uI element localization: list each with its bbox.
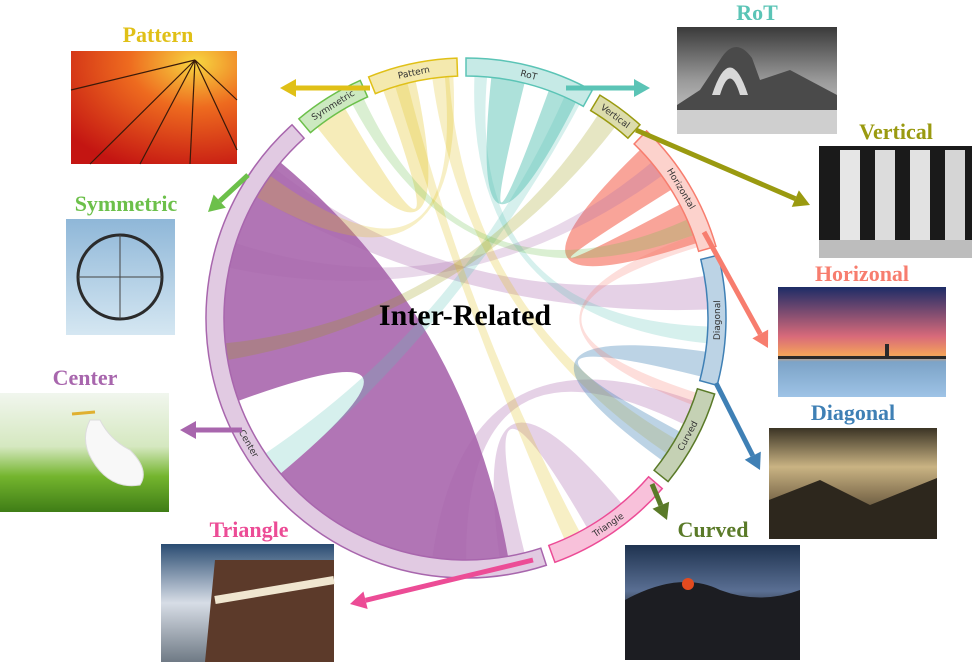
arrow-head-curved (652, 501, 670, 520)
chord-center-center (223, 162, 509, 560)
arrow-shaft-symmetric (218, 173, 250, 203)
label-curved: Curved (678, 517, 749, 542)
thumbnail-symmetric (66, 219, 175, 335)
arc-horizontal (633, 129, 717, 253)
label-center: Center (53, 365, 118, 390)
chord-center-diagonal (256, 169, 708, 311)
arc-center (205, 123, 548, 579)
arrow-head-rot (634, 79, 650, 97)
chord-center-triangle (493, 422, 622, 558)
arrow-head-triangle (350, 591, 368, 610)
category-arrows (180, 79, 810, 610)
arrow-shaft-vertical (635, 127, 797, 201)
diagram-title: Inter-Related (379, 299, 551, 332)
arrow-head-symmetric (208, 194, 226, 212)
chord-rot-rot (486, 77, 576, 205)
thumbnail-triangle (161, 544, 335, 662)
arrow-head-diagonal (744, 451, 761, 470)
thumbnail-rot (677, 27, 837, 134)
chord-pattern-symmetric (317, 81, 429, 213)
arc-vertical (589, 94, 642, 140)
arrow-head-horizontal (752, 329, 769, 348)
arrow-shaft-curved (649, 483, 664, 507)
arrow-shaft-horizontal (701, 230, 763, 336)
chord-center-horizontal (229, 162, 662, 281)
arc-label-diagonal: Diagonal (713, 300, 723, 340)
label-triangle: Triangle (209, 517, 288, 542)
arrow-shaft-diagonal (713, 381, 756, 457)
label-pattern: Pattern (123, 22, 194, 47)
thumbnail-horizontal (778, 287, 946, 397)
category-arcs: RoTVerticalHorizontalDiagonalCurvedTrian… (205, 57, 727, 579)
label-symmetric: Symmetric (75, 191, 178, 216)
chord-pattern-triangle (395, 83, 580, 540)
chord-ribbons (223, 76, 708, 560)
thumbnail-center (0, 393, 169, 512)
arc-label-rot: RoT (519, 69, 538, 83)
thumbnail-pattern (70, 51, 238, 165)
chord-horizontal-curved (579, 235, 698, 405)
arrow-head-pattern (280, 79, 296, 97)
arc-pattern (367, 57, 459, 95)
label-rot: RoT (736, 0, 778, 25)
arc-curved (653, 387, 716, 483)
arrow-head-vertical (791, 190, 810, 207)
arc-diagonal (698, 254, 727, 387)
thumbnail-diagonal (769, 428, 937, 539)
label-horizontal: Horizonal (815, 261, 909, 286)
thumbnail-curved (625, 545, 800, 660)
arc-symmetric (297, 79, 369, 134)
label-vertical: Vertical (859, 119, 933, 144)
chord-symmetric-horizontal (352, 98, 694, 259)
label-diagonal: Diagonal (811, 400, 895, 425)
chord-diagonal-curved (573, 345, 706, 461)
arc-rot (465, 57, 594, 108)
thumbnail-vertical (819, 146, 972, 258)
arrow-head-center (180, 421, 196, 439)
arc-triangle (547, 475, 664, 564)
arrow-shaft-triangle (364, 557, 534, 603)
chord-center-curved (432, 379, 694, 560)
chord-rot-center (265, 96, 580, 474)
